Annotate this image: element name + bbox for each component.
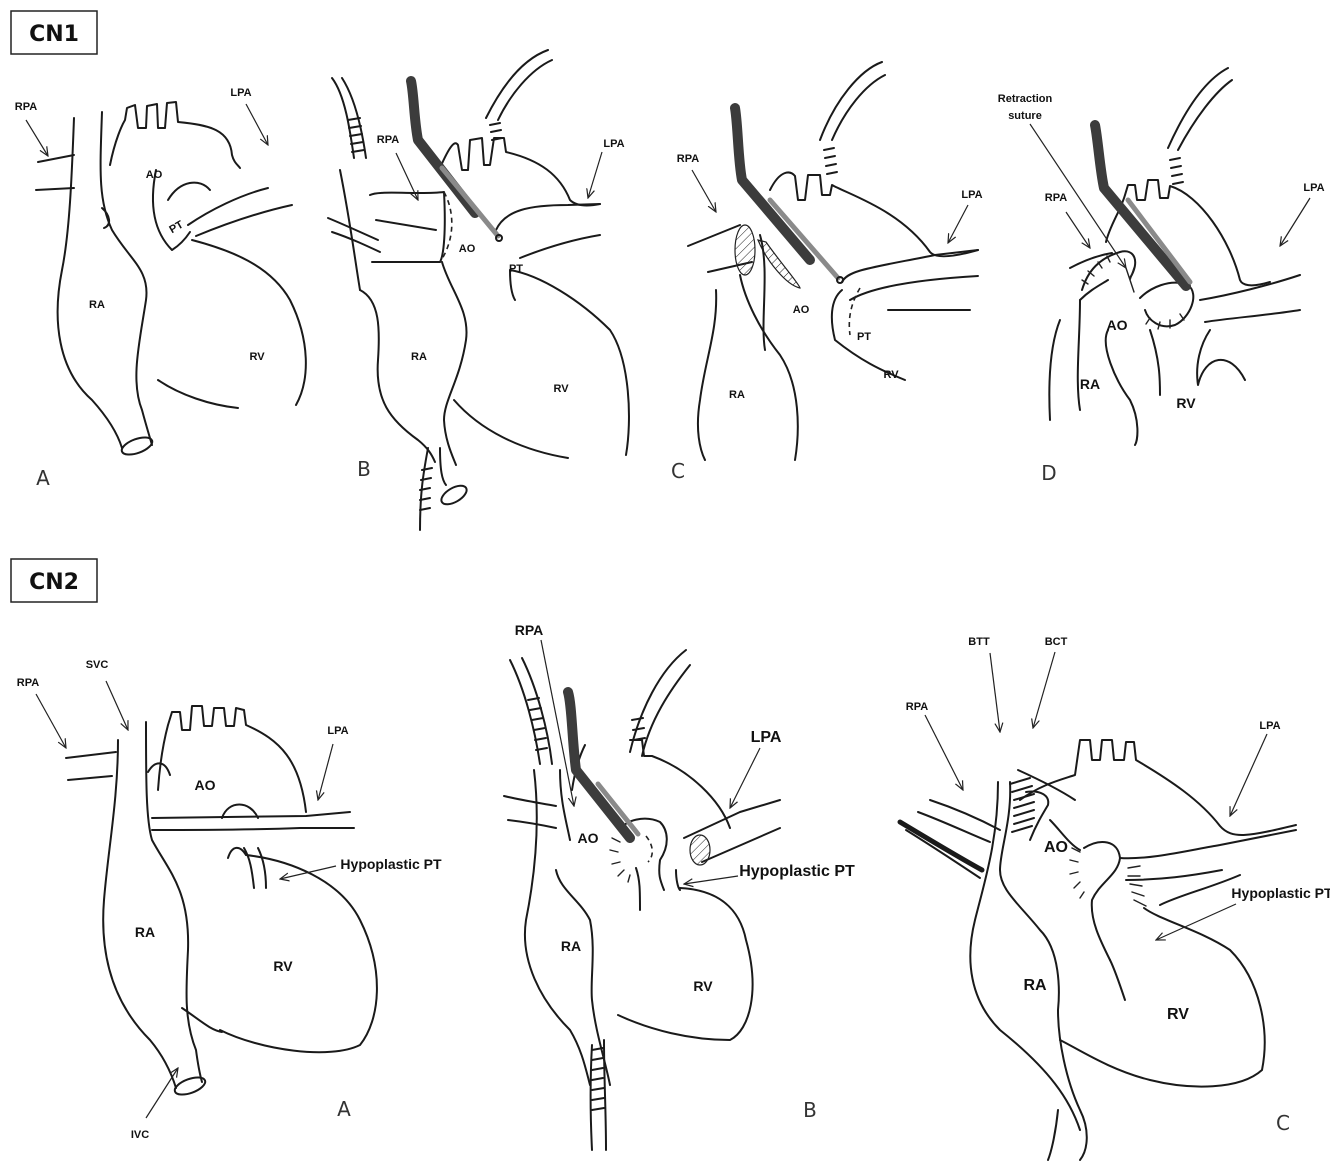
label-lpa: LPA <box>1303 182 1324 194</box>
label-lpa: LPA <box>961 189 982 201</box>
panel-letter: C <box>671 459 685 483</box>
label-rpa: RPA <box>17 677 39 689</box>
label-ao: AO <box>793 304 810 316</box>
panel-letter: A <box>337 1097 351 1121</box>
panel-cn1-a: RPA LPA AO PT RA RV A <box>15 87 306 490</box>
label-ra: RA <box>729 389 745 401</box>
label-hypoplastic-pt: Hypoplastic PT <box>1231 885 1330 901</box>
label-rpa: RPA <box>15 101 37 113</box>
label-lpa: LPA <box>1259 720 1280 732</box>
panel-cn2-a: RPA SVC LPA AO Hypoplastic PT RA RV IVC … <box>17 659 442 1141</box>
panel-letter: B <box>357 457 371 481</box>
label-ao: AO <box>578 830 599 846</box>
label-lpa: LPA <box>230 87 251 99</box>
label-btt: BTT <box>968 636 990 648</box>
label-rv: RV <box>553 383 569 395</box>
label-hypoplastic-pt: Hypoplastic PT <box>739 863 855 880</box>
panel-cn1-c: RPA LPA AO PT RA RV C <box>671 62 983 483</box>
panel-cn1-b: RPA LPA AO PT RA RV B <box>328 50 629 530</box>
label-ao: AO <box>1107 317 1128 333</box>
label-ra: RA <box>135 924 155 940</box>
panel-cn2-b: RPA LPA AO Hypoplastic PT RA RV B <box>504 622 855 1150</box>
label-rpa: RPA <box>1045 192 1067 204</box>
label-ra: RA <box>1080 376 1100 392</box>
label-ra: RA <box>561 938 581 954</box>
section-title: CN2 <box>29 570 79 595</box>
panel-cn2-c: BTT BCT RPA LPA AO Hypoplastic PT RA RV … <box>900 636 1330 1160</box>
panel-letter: A <box>36 466 50 490</box>
label-lpa: LPA <box>751 729 782 746</box>
label-svc: SVC <box>86 659 109 671</box>
label-retraction: Retraction <box>998 93 1053 105</box>
label-rv: RV <box>693 978 713 994</box>
label-ra: RA <box>1023 977 1047 994</box>
label-pt: PT <box>509 263 523 275</box>
label-ra: RA <box>411 351 427 363</box>
label-pt: PT <box>167 219 185 237</box>
section-title: CN1 <box>29 22 79 47</box>
label-rv: RV <box>273 958 293 974</box>
label-lpa: LPA <box>327 725 348 737</box>
section-cn2: CN2 RPA SVC LPA AO Hypoplastic PT RA <box>11 559 1330 1160</box>
panel-letter: D <box>1041 461 1056 485</box>
label-rv: RV <box>249 351 265 363</box>
label-lpa: LPA <box>603 138 624 150</box>
panel-letter: B <box>803 1098 817 1122</box>
label-rv: RV <box>1176 395 1196 411</box>
panel-letter: C <box>1276 1111 1290 1135</box>
label-ao: AO <box>195 777 216 793</box>
label-bct: BCT <box>1045 636 1068 648</box>
label-ao: AO <box>1044 839 1068 856</box>
label-ivc: IVC <box>131 1129 149 1141</box>
label-suture: suture <box>1008 110 1042 122</box>
label-rv: RV <box>1167 1006 1189 1023</box>
label-rv: RV <box>883 369 899 381</box>
label-rpa: RPA <box>906 701 928 713</box>
label-ra: RA <box>89 299 105 311</box>
label-hypoplastic-pt: Hypoplastic PT <box>340 856 442 872</box>
panel-cn1-d: Retraction suture RPA LPA AO RA RV D <box>998 68 1325 485</box>
label-ao: AO <box>459 243 476 255</box>
label-rpa: RPA <box>377 134 399 146</box>
label-pt: PT <box>857 331 871 343</box>
label-rpa: RPA <box>515 622 544 638</box>
section-cn1: CN1 RPA LPA AO PT RA RV A <box>11 11 1325 530</box>
label-ao: AO <box>146 169 163 181</box>
label-rpa: RPA <box>677 153 699 165</box>
